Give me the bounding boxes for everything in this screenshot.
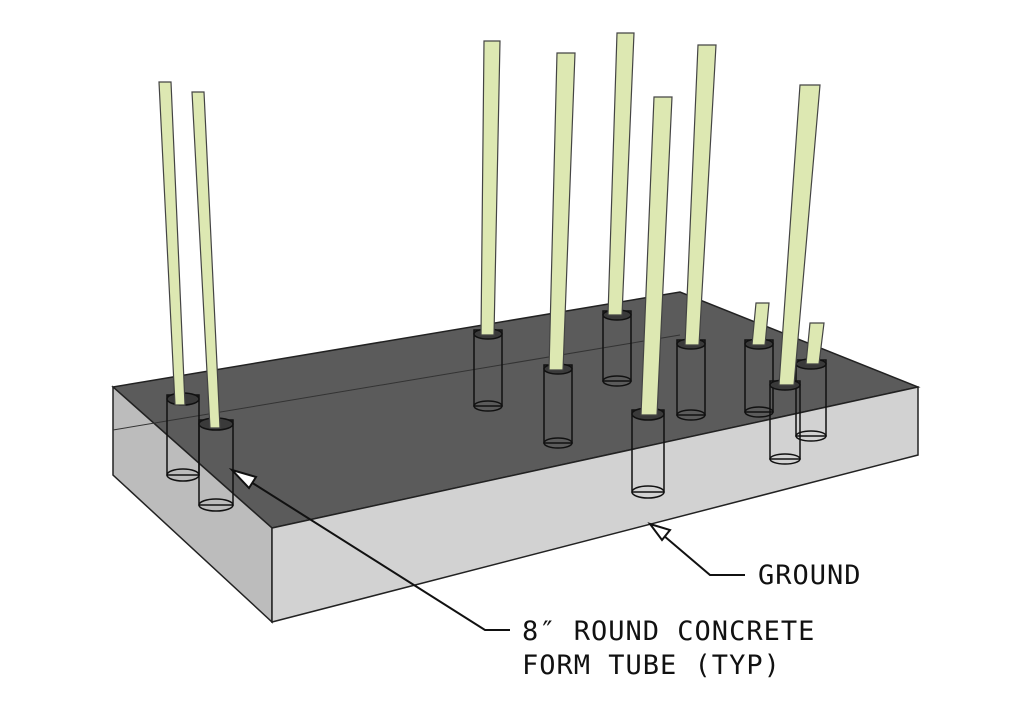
- post-5: [607, 32, 635, 316]
- tube-label-line-1: 8″ ROUND CONCRETE: [522, 616, 815, 647]
- tube-arrowhead: [228, 468, 258, 490]
- post-2: [191, 91, 221, 429]
- post-6: [684, 44, 717, 346]
- post-8: [778, 84, 821, 386]
- post-4: [548, 52, 576, 371]
- ground-label: GROUND: [758, 560, 862, 591]
- posts: [158, 32, 825, 429]
- ground-block: [111, 291, 921, 624]
- post-3: [480, 40, 501, 336]
- post-10: [805, 322, 825, 365]
- tube-leader: [228, 468, 510, 631]
- ground-hidden-edge: [112, 334, 681, 431]
- ground-arrowhead: [647, 522, 672, 542]
- tube-label-line-2: FORM TUBE (TYP): [522, 650, 781, 681]
- post-1: [158, 81, 186, 406]
- ground-front-face: [271, 386, 919, 623]
- ground-leader: [647, 522, 745, 576]
- post-9: [751, 302, 770, 346]
- post-7: [640, 96, 673, 416]
